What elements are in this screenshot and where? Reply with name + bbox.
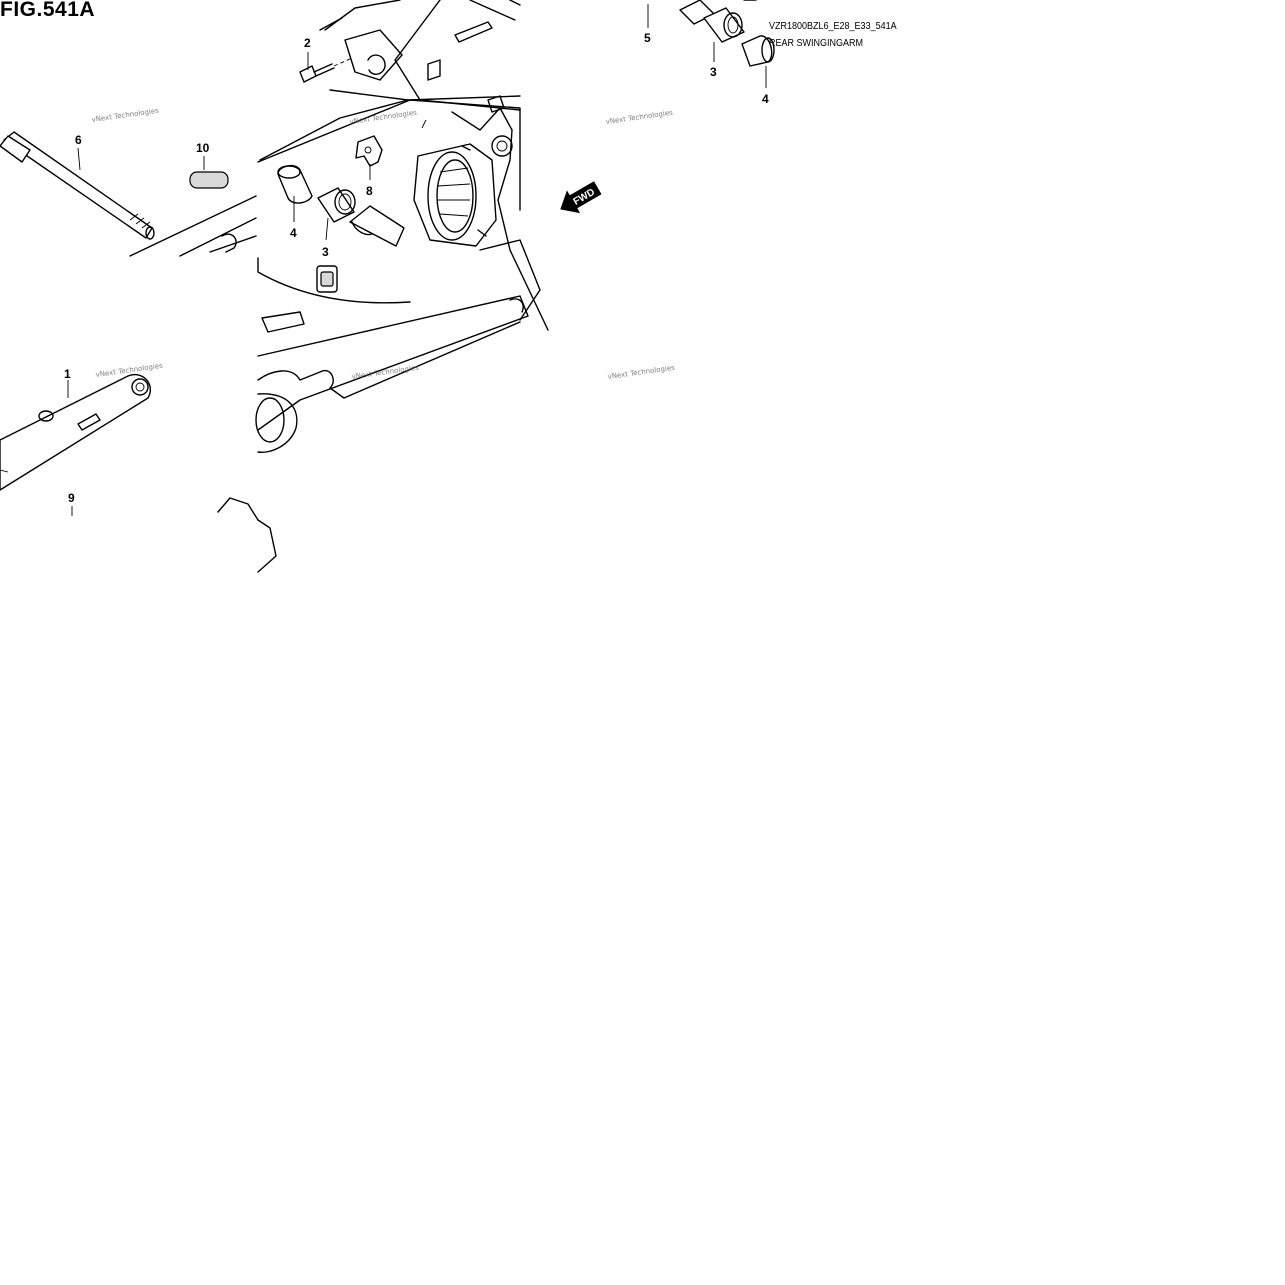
callout-3b: 3 (710, 65, 717, 79)
central-frame-section (257, 95, 521, 304)
final-drive-ring (413, 107, 549, 331)
callout-5: 5 (644, 31, 651, 45)
rubber-cap-part (189, 171, 229, 189)
callout-leaders (67, 4, 767, 516)
callout-9: 9 (68, 491, 75, 505)
callout-10: 10 (196, 141, 210, 155)
upper-pivot-housing (259, 0, 521, 161)
watermark: vNext Technologies (605, 109, 673, 126)
callout-2: 2 (304, 36, 311, 50)
swingarm-body (217, 295, 529, 573)
assembly-name-label: REAR SWINGINGARM (769, 38, 864, 49)
left-frame-section (129, 195, 257, 257)
torque-link-part (0, 373, 151, 491)
figure-title: FIG.541A (0, 0, 96, 21)
forward-arrow-icon: FWD (560, 181, 602, 214)
callout-6: 6 (75, 133, 82, 147)
watermark: vNext Technologies (91, 107, 159, 124)
fwd-label: FWD (572, 187, 597, 208)
callout-1: 1 (64, 367, 71, 381)
cover-cap-part (316, 265, 338, 293)
callout-4b: 4 (762, 92, 769, 106)
watermark: vNext Technologies (607, 364, 675, 381)
callout-3a: 3 (322, 245, 329, 259)
model-code-label: VZR1800BZL6_E28_E33_541A (769, 21, 897, 32)
right-bushing-set (679, 0, 775, 67)
bracket-clip-part (355, 119, 427, 167)
pivot-axle-part (0, 131, 155, 240)
callout-8: 8 (366, 184, 373, 198)
watermark: vNext Technologies (351, 364, 419, 381)
callout-4a: 4 (290, 226, 297, 240)
center-bushing-set (277, 164, 405, 247)
